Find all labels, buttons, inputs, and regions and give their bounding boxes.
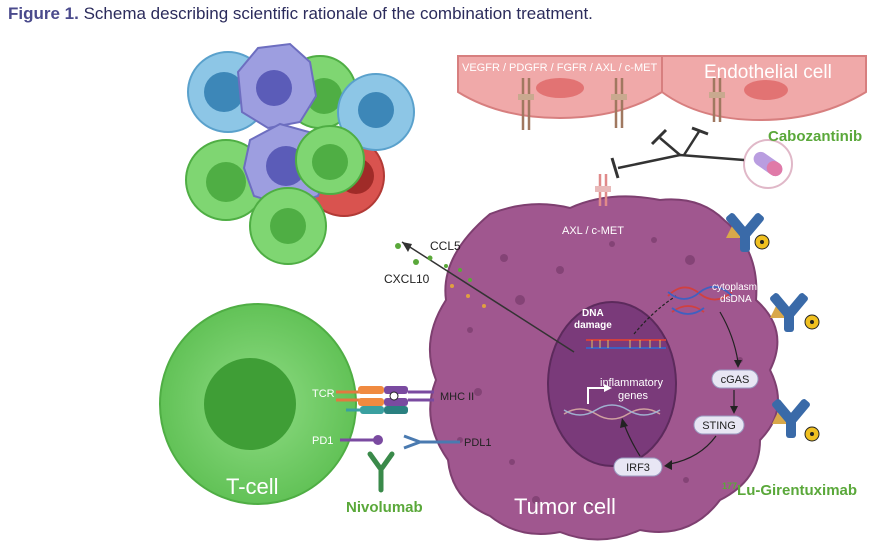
nivolumab-antibody: Nivolumab — [346, 451, 423, 516]
damaged-dna — [586, 339, 666, 349]
cgas-node: cGAS — [721, 374, 750, 386]
caption-text: Schema describing scientific rationale o… — [78, 4, 593, 23]
cytoplasmic-dsdna — [667, 286, 733, 315]
cabozantinib-label: Cabozantinib — [768, 128, 862, 145]
tumor-cell: AXL / c-MET CCL5 CXCL10 DNA damage — [384, 174, 779, 541]
endothelial-cell-label: Endothelial cell — [704, 62, 832, 83]
irf3-node: IRF3 — [626, 462, 650, 474]
axl-cmet-label: AXL / c-MET — [562, 225, 624, 237]
immune-synapse: MHC II PDL1 — [336, 386, 492, 450]
cabozantinib-inhibition: Cabozantinib — [610, 126, 862, 189]
figure-caption: Figure 1. Schema describing scientific r… — [8, 4, 593, 24]
cytoplasmic-label-2: dsDNA — [720, 294, 752, 305]
cytoplasmic-label-1: cytoplasmic — [712, 282, 764, 293]
endothelial-cells: VEGFR / PDGFR / FGFR / AXL / c-MET Endot… — [457, 55, 867, 130]
cxcl10-label: CXCL10 — [384, 272, 430, 286]
dna-damage-label-1: DNA — [582, 308, 604, 319]
girentuximab-label: 177Lu-Girentuximab — [722, 481, 857, 499]
tumor-cell-label: Tumor cell — [514, 494, 616, 519]
girentuximab-antibodies: 177Lu-Girentuximab — [722, 213, 857, 499]
inflammatory-label-1: inflammatory — [600, 377, 663, 389]
inflammatory-label-2: genes — [618, 390, 648, 402]
receptor-list-label: VEGFR / PDGFR / FGFR / AXL / c-MET — [462, 62, 657, 74]
immune-cell-cluster — [185, 42, 415, 265]
t-cell-label: T-cell — [226, 474, 279, 499]
ccl5-label: CCL5 — [430, 239, 461, 253]
girentuximab-name: Lu-Girentuximab — [737, 482, 857, 499]
pdl1-label: PDL1 — [464, 437, 492, 449]
girentuximab-isotope: 177 — [722, 481, 737, 491]
mhc-ii-label: MHC II — [440, 391, 474, 403]
sting-node: STING — [702, 420, 736, 432]
gene-dna — [563, 404, 661, 420]
t-cell: T-cell TCR PD1 — [159, 303, 357, 505]
figure-label: Figure 1. — [8, 4, 79, 23]
pd1-label: PD1 — [312, 435, 333, 447]
nivolumab-label: Nivolumab — [346, 499, 423, 516]
tcr-label: TCR — [312, 388, 335, 400]
dna-damage-label-2: damage — [574, 320, 612, 331]
